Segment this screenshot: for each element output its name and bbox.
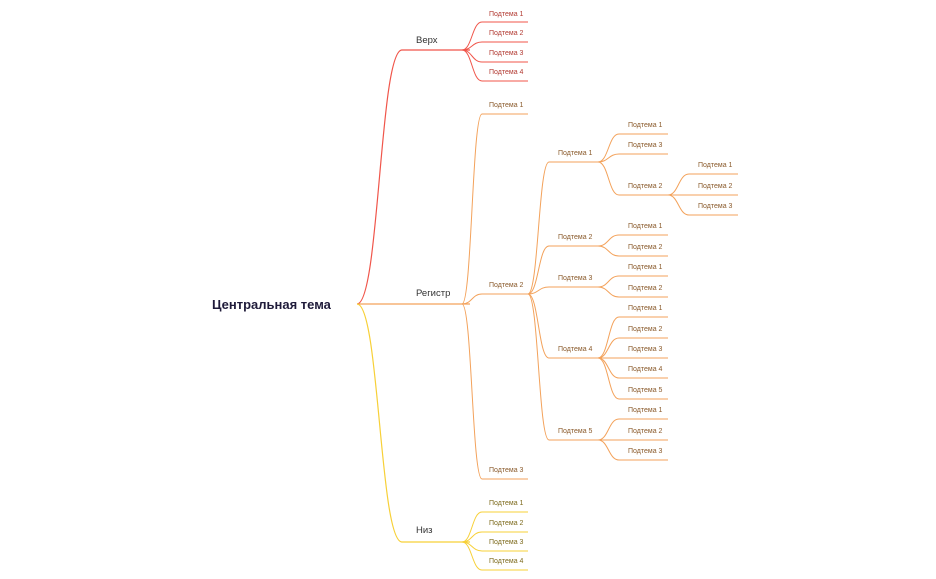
topic-top[interactable]: Верх <box>416 35 438 46</box>
group-3[interactable]: Подтема 3 <box>558 275 593 282</box>
connector-bottom-sub-4 <box>461 541 528 571</box>
group-4-item-3[interactable]: Подтема 3 <box>628 346 663 353</box>
register-subtopic-3[interactable]: Подтема 3 <box>489 467 524 474</box>
connector-g2-1 <box>597 234 668 247</box>
group-5-item-1[interactable]: Подтема 1 <box>628 407 663 414</box>
topic-register[interactable]: Регистр <box>416 288 451 299</box>
group-2[interactable]: Подтема 2 <box>558 234 593 241</box>
group-3-item-1[interactable]: Подтема 1 <box>628 264 663 271</box>
central-topic[interactable]: Центральная тема <box>212 297 331 312</box>
group-1-item-3-child-2[interactable]: Подтема 2 <box>698 183 733 190</box>
connector-group-5 <box>527 293 598 441</box>
connector-g1-2 <box>597 153 668 163</box>
connector-register-sub-2 <box>461 293 528 305</box>
connector-g1-3-1 <box>667 173 738 196</box>
bottom-subtopic-1[interactable]: Подтема 1 <box>489 500 524 507</box>
top-subtopic-2[interactable]: Подтема 2 <box>489 30 524 37</box>
group-1-item-3-child-1[interactable]: Подтема 1 <box>698 162 733 169</box>
group-1-item-3-child-3[interactable]: Подтема 3 <box>698 203 733 210</box>
topic-bottom[interactable]: Низ <box>416 525 433 536</box>
connector-g1-3-3 <box>667 194 738 216</box>
connector-g2-2 <box>597 245 668 257</box>
group-1-item-3[interactable]: Подтема 2 <box>628 183 663 190</box>
group-4-item-5[interactable]: Подтема 5 <box>628 387 663 394</box>
group-1-item-1[interactable]: Подтема 1 <box>628 122 663 129</box>
connector-top <box>356 49 470 305</box>
bottom-subtopic-3[interactable]: Подтема 3 <box>489 539 524 546</box>
group-5-item-3[interactable]: Подтема 3 <box>628 448 663 455</box>
connector-g3-1 <box>597 275 668 288</box>
connector-g3-2 <box>597 286 668 298</box>
connector-g5-1 <box>597 418 668 441</box>
top-subtopic-4[interactable]: Подтема 4 <box>489 69 524 76</box>
group-2-item-1[interactable]: Подтема 1 <box>628 223 663 230</box>
top-subtopic-3[interactable]: Подтема 3 <box>489 50 524 57</box>
group-4-item-2[interactable]: Подтема 2 <box>628 326 663 333</box>
group-4-item-1[interactable]: Подтема 1 <box>628 305 663 312</box>
bottom-subtopic-4[interactable]: Подтема 4 <box>489 558 524 565</box>
connector-group-4 <box>527 293 598 359</box>
top-subtopic-1[interactable]: Подтема 1 <box>489 11 524 18</box>
connector-g4-5 <box>597 357 668 400</box>
group-4-item-4[interactable]: Подтема 4 <box>628 366 663 373</box>
connector-top-sub-4 <box>461 49 528 82</box>
connector-register-sub-3 <box>461 303 528 480</box>
group-4[interactable]: Подтема 4 <box>558 346 593 353</box>
group-1-item-2[interactable]: Подтема 3 <box>628 142 663 149</box>
connector-group-3 <box>527 286 598 295</box>
connector-group-2 <box>527 245 598 295</box>
connector-top-sub-1 <box>461 21 528 51</box>
connector-register-sub-1 <box>461 113 528 305</box>
connector-g5-3 <box>597 439 668 461</box>
bottom-subtopic-2[interactable]: Подтема 2 <box>489 520 524 527</box>
register-subtopic-1[interactable]: Подтема 1 <box>489 102 524 109</box>
group-5-item-2[interactable]: Подтема 2 <box>628 428 663 435</box>
connector-g1-1 <box>597 133 668 163</box>
register-subtopic-2[interactable]: Подтема 2 <box>489 282 524 289</box>
connector-bottom <box>356 303 470 543</box>
connector-bottom-sub-1 <box>461 511 528 543</box>
connector-g1-3 <box>597 161 668 196</box>
group-2-item-2[interactable]: Подтема 2 <box>628 244 663 251</box>
group-1[interactable]: Подтема 1 <box>558 150 593 157</box>
group-3-item-2[interactable]: Подтема 2 <box>628 285 663 292</box>
connector-group-1 <box>527 161 598 295</box>
connector-g4-2 <box>597 337 668 359</box>
connector-top-sub-2 <box>461 41 528 51</box>
connector-g4-1 <box>597 316 668 359</box>
group-5[interactable]: Подтема 5 <box>558 428 593 435</box>
connector-bottom-sub-2 <box>461 531 528 543</box>
